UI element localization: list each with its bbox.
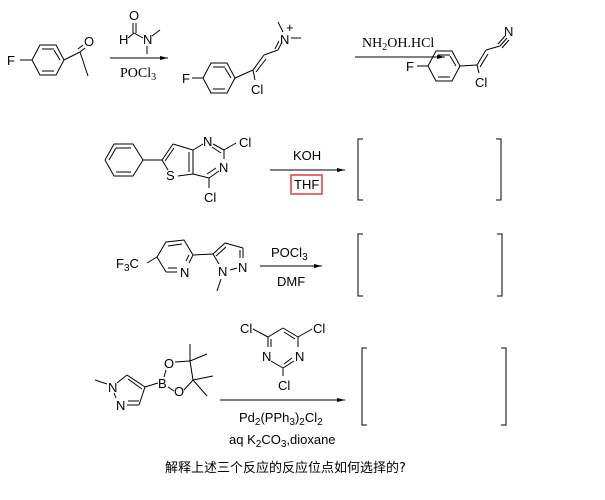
atom-label: N: [108, 380, 117, 395]
atom-label: S: [166, 168, 175, 183]
atom-label: Cl: [204, 190, 216, 205]
atom-label: O: [164, 356, 174, 371]
highlight-box: [290, 174, 323, 195]
atom-label: Cl: [240, 321, 252, 336]
atom-label: N: [504, 24, 513, 39]
reaction-2: S N Cl N Cl KOH THF: [104, 134, 502, 205]
atom-label: Cl: [278, 378, 290, 393]
reaction-1: F O O H N POCl3 F Cl N +: [7, 8, 513, 97]
solvent-below-arrow: THF: [294, 177, 319, 192]
atom-label: B: [158, 376, 167, 391]
solvent-below-arrow: DMF: [277, 274, 305, 289]
product-bracket-right: [497, 233, 503, 297]
product-bracket-left: [357, 233, 363, 297]
atom-label: F: [182, 71, 190, 86]
pyridyl-pyrazole: F3C N N N: [116, 239, 247, 292]
reaction-4: N N B O O Cl Cl N N: [94, 321, 507, 450]
conditions-label: aq K2CO3,dioxane: [229, 432, 336, 450]
atom-label: N: [218, 264, 227, 279]
chloro-acrylonitrile-product: F Cl N: [406, 24, 513, 90]
atom-label: F: [406, 59, 414, 74]
atom-label: N: [262, 349, 271, 364]
reagent-below-arrow: POCl3: [120, 66, 156, 83]
catalyst-label: Pd2(PPh3)2Cl2: [239, 410, 323, 428]
dichlorothienopyrimidine: S N Cl N Cl: [104, 134, 251, 205]
reaction-3: F3C N N N POCl3 DMF: [116, 233, 503, 297]
trichloropyrimidine: Cl Cl N N Cl: [240, 321, 325, 393]
dmf-reagent: O H N: [119, 8, 161, 54]
atom-label: Cl: [475, 75, 487, 90]
positive-charge: +: [286, 20, 294, 35]
atom-label: N: [116, 398, 125, 413]
atom-label: O: [84, 34, 94, 49]
atom-label: Cl: [313, 321, 325, 336]
atom-label: F: [7, 53, 15, 68]
atom-label: Cl: [239, 135, 251, 150]
atom-label: H: [119, 32, 128, 47]
atom-label: N: [238, 260, 247, 275]
reagent-above-arrow: KOH: [293, 148, 321, 163]
product-bracket-right: [501, 347, 507, 426]
atom-label: N: [180, 265, 189, 280]
atom-label: O: [129, 8, 139, 23]
iminium-intermediate: F Cl N +: [182, 20, 301, 97]
atom-label: N: [203, 134, 212, 149]
atom-label: O: [174, 384, 184, 399]
atom-label: Cl: [251, 82, 263, 97]
atom-label: N: [295, 349, 304, 364]
product-bracket-left: [361, 347, 367, 426]
cf3-group: F3C: [116, 256, 139, 274]
pyrazole-boronic-ester: N N B O O: [94, 344, 214, 413]
product-bracket-right: [496, 138, 502, 201]
reagent-above-arrow: NH2OH.HCl: [362, 36, 434, 53]
atom-label: N: [143, 32, 152, 47]
4-fluoroacetophenone: F O: [7, 34, 94, 77]
reagent-above-arrow: POCl3: [271, 245, 308, 263]
question-text: 解释上述三个反应的反应位点如何选择的?: [165, 460, 406, 476]
atom-label: N: [219, 160, 228, 175]
product-bracket-left: [357, 138, 363, 201]
atom-label: N: [280, 32, 289, 47]
